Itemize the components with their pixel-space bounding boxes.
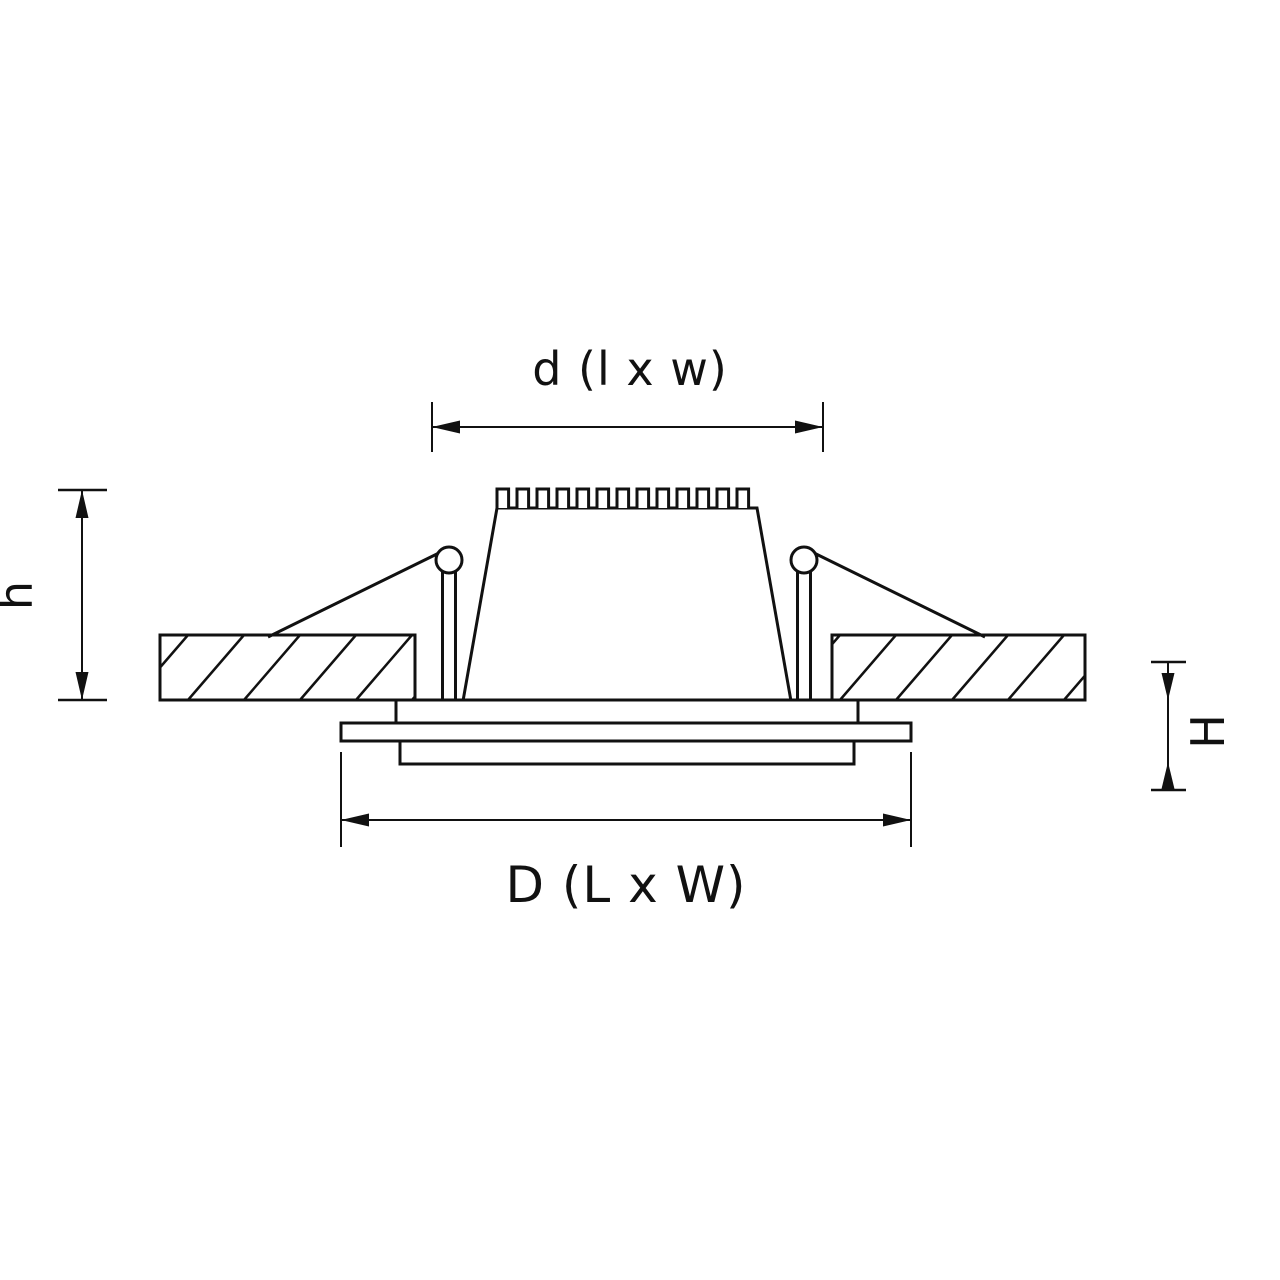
flange-ring-bottom xyxy=(398,739,856,766)
dimension-cutout-width: d (l x w) xyxy=(431,342,824,452)
flange-ring-wide xyxy=(339,721,913,743)
hatch-line xyxy=(839,634,897,701)
dim-label-cutout: d (l x w) xyxy=(532,342,728,396)
arrowhead-up xyxy=(75,490,89,518)
dimension-flange-height: H xyxy=(1151,660,1235,792)
hatch-line xyxy=(1063,674,1086,701)
lamp-body xyxy=(461,506,793,703)
arrowhead-left xyxy=(341,813,369,827)
hatch-line xyxy=(243,634,301,701)
hatch-line xyxy=(159,634,189,669)
arrowhead-up xyxy=(1161,762,1175,789)
trim-flange xyxy=(339,698,913,766)
spring-post-right xyxy=(796,564,812,703)
arrowhead-down xyxy=(75,672,89,700)
dim-label-overall: D (L x W) xyxy=(505,856,746,914)
hatch-line xyxy=(355,634,413,701)
ceiling-section-right xyxy=(830,633,1087,702)
arrowhead-left xyxy=(432,420,460,434)
dim-label-flange: H xyxy=(1181,713,1235,749)
ceiling-slab-left xyxy=(158,633,417,702)
flange-collar xyxy=(394,698,860,725)
dim-label-recess: h xyxy=(0,580,43,610)
dimension-overall-width: D (L x W) xyxy=(340,752,912,914)
hatch-line xyxy=(951,634,1009,701)
arrowhead-right xyxy=(795,420,823,434)
spring-clip-left xyxy=(267,545,464,703)
hatch-line xyxy=(1007,634,1065,701)
ceiling-slab-right xyxy=(830,633,1087,702)
spring-arm-right xyxy=(809,549,986,639)
hatch-line xyxy=(187,634,245,701)
arrowhead-right xyxy=(883,813,911,827)
heatsink-fins xyxy=(495,487,757,510)
hatch-line xyxy=(831,634,841,646)
spring-pivot-left xyxy=(434,545,464,575)
spring-arm-left xyxy=(267,549,444,639)
spring-pivot-right xyxy=(789,545,819,575)
hatch-lines-right xyxy=(831,634,1086,701)
spring-post-left xyxy=(441,564,457,703)
arrowhead-down xyxy=(1161,673,1175,700)
hatch-line xyxy=(895,634,953,701)
ceiling-section-left xyxy=(158,633,417,702)
dimension-recess-depth: h xyxy=(0,488,107,702)
hatch-line xyxy=(299,634,357,701)
